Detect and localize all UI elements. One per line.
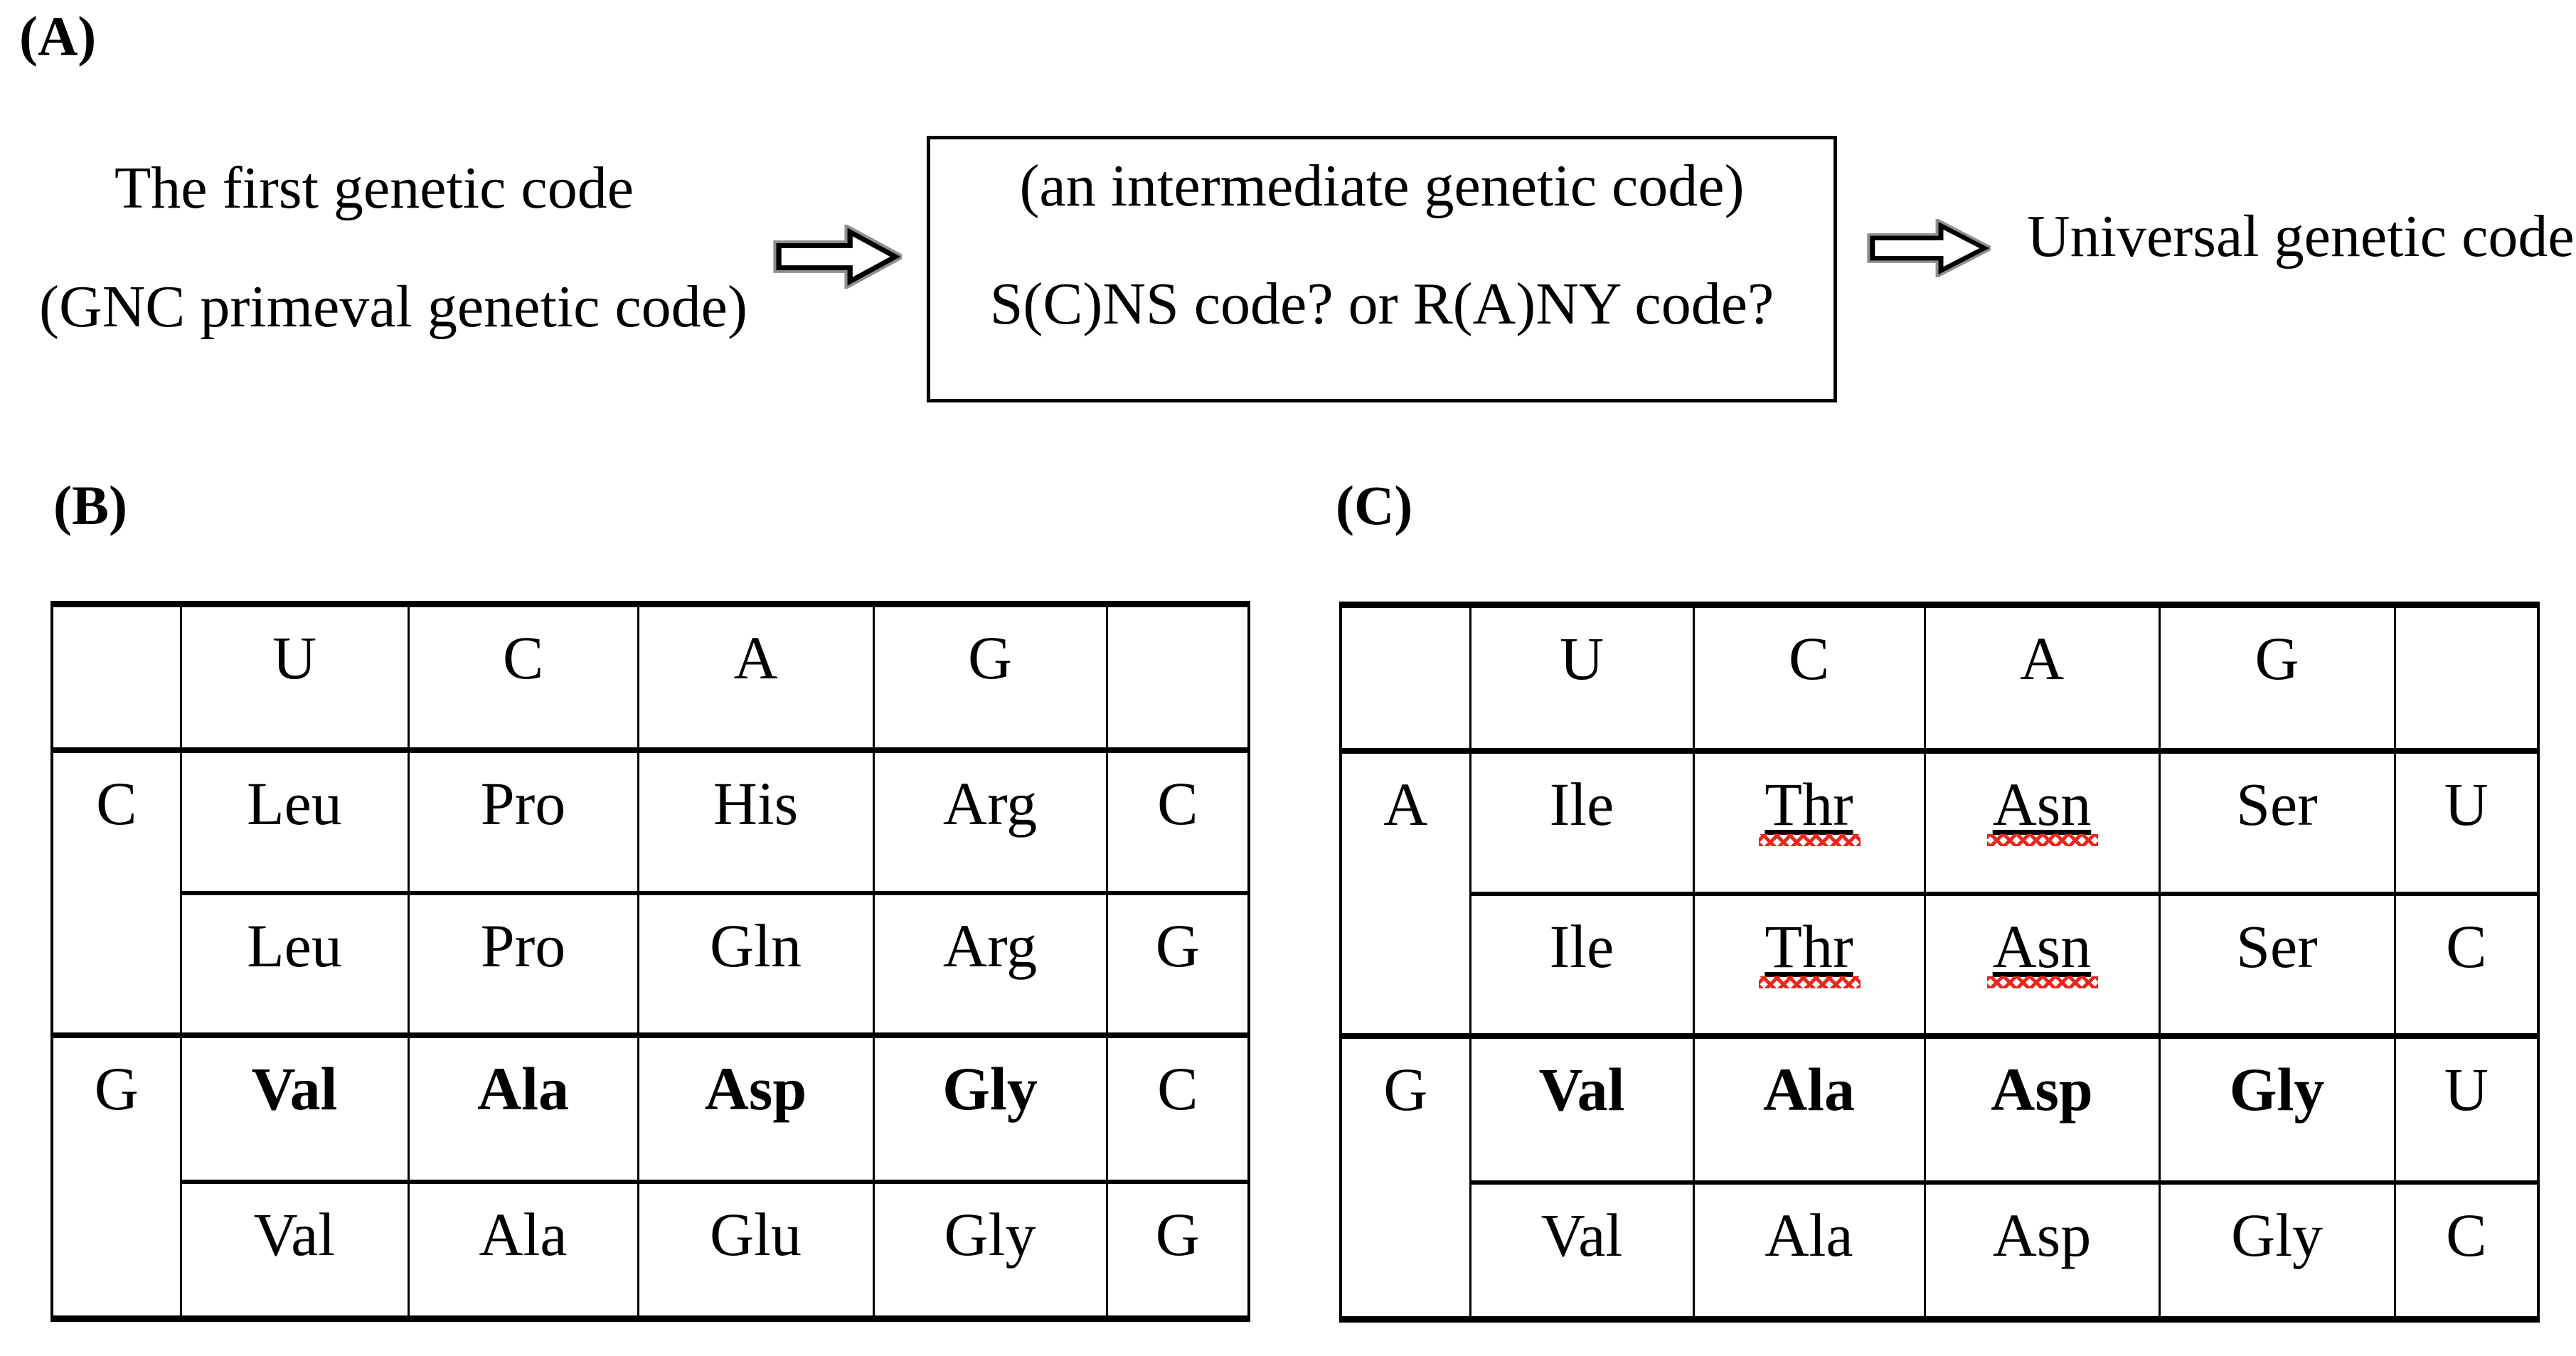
amino-acid-cell: Arg	[872, 747, 1108, 895]
underlined-amino-acid: Asn	[1986, 912, 2098, 988]
amino-acid-cell: Ile	[1469, 748, 1695, 896]
row-group-label: C	[50, 747, 182, 1037]
underlined-amino-acid: Thr	[1759, 912, 1861, 988]
col-header-a: A	[637, 602, 875, 753]
amino-acid-cell: Asn	[1923, 891, 2161, 1038]
amino-acid-cell: Asp	[1923, 1032, 2161, 1185]
table-row: A Ile Thr Asn Ser U	[1339, 748, 2540, 1038]
scns-rany-text: S(C)NS code? or R(A)NY code?	[989, 271, 1774, 337]
panel-a-label: (A)	[19, 5, 97, 67]
amino-acid-cell: Ala	[1692, 1032, 1926, 1185]
underlined-amino-acid: Asn	[1986, 769, 2098, 846]
amino-acid-cell: Glu	[637, 1179, 875, 1321]
corner-cell	[2393, 602, 2540, 754]
col-header-u: U	[1469, 602, 1695, 754]
amino-acid-cell: Ile	[1469, 891, 1695, 1038]
amino-acid-cell: Gly	[2158, 1032, 2396, 1185]
panel-b-label: (B)	[53, 474, 127, 536]
amino-acid-cell: Thr	[1692, 891, 1926, 1038]
amino-acid-cell: Val	[179, 1179, 410, 1321]
amino-acid-cell: Pro	[407, 747, 639, 895]
amino-acid-cell: Thr	[1692, 748, 1926, 896]
amino-acid-cell: Val	[179, 1032, 410, 1184]
table-row: C Leu Pro His Arg C	[50, 747, 1250, 1037]
third-base-cell: G	[1105, 890, 1250, 1037]
amino-acid-cell: Ala	[407, 1179, 639, 1321]
third-base-cell: U	[2393, 748, 2540, 896]
corner-cell	[50, 602, 182, 753]
amino-acid-cell: Asp	[637, 1032, 875, 1184]
corner-cell	[1105, 602, 1250, 753]
row-group-label: G	[1339, 1032, 1471, 1322]
table-row: Val Ala Asp Gly C	[1341, 1180, 2540, 1322]
underlined-amino-acid: Thr	[1759, 769, 1861, 846]
amino-acid-cell: Val	[1469, 1032, 1695, 1185]
amino-acid-cell: Leu	[179, 890, 410, 1037]
col-header-c: C	[407, 602, 639, 753]
third-base-cell: C	[1105, 1032, 1250, 1184]
universal-genetic-code-text: Universal genetic code	[2027, 203, 2575, 269]
table-row: U C A G	[50, 602, 1250, 753]
third-base-cell: C	[2393, 1180, 2540, 1322]
amino-acid-cell: Gly	[872, 1032, 1108, 1184]
third-base-cell: C	[2393, 891, 2540, 1038]
col-header-c: C	[1692, 602, 1926, 754]
table-row: G Val Ala Asp Gly C	[50, 1032, 1250, 1321]
table-row: U C A G	[1339, 602, 2540, 754]
col-header-g: G	[872, 602, 1108, 753]
intermediate-code-box: (an intermediate genetic code) S(C)NS co…	[927, 136, 1837, 402]
amino-acid-cell: Ser	[2158, 748, 2396, 896]
third-base-cell: C	[1105, 747, 1250, 895]
amino-acid-cell: Ala	[407, 1032, 639, 1184]
table-row: Val Ala Glu Gly G	[52, 1179, 1250, 1321]
amino-acid-cell: Gly	[872, 1179, 1108, 1321]
col-header-a: A	[1923, 602, 2161, 754]
gnc-primeval-code-text: (GNC primeval genetic code)	[39, 274, 747, 340]
amino-acid-cell: Ala	[1692, 1180, 1926, 1322]
col-header-u: U	[179, 602, 410, 753]
panel-c-label: (C)	[1336, 474, 1413, 536]
amino-acid-cell: Gln	[637, 890, 875, 1037]
table-row: G Val Ala Asp Gly U	[1339, 1032, 2540, 1322]
table-row: Ile Thr Asn Ser C	[1341, 891, 2540, 1038]
third-base-cell: U	[2393, 1032, 2540, 1185]
intermediate-code-text: (an intermediate genetic code)	[1019, 153, 1745, 219]
flow-arrow-icon	[1867, 219, 1991, 277]
first-genetic-code-text: The first genetic code	[115, 155, 634, 221]
amino-acid-cell: Val	[1469, 1180, 1695, 1322]
amino-acid-cell: Gly	[2158, 1180, 2396, 1322]
col-header-g: G	[2158, 602, 2396, 754]
amino-acid-cell: Leu	[179, 747, 410, 895]
third-base-cell: G	[1105, 1179, 1250, 1321]
flow-arrow-icon	[773, 225, 902, 289]
amino-acid-cell: Asp	[1923, 1180, 2161, 1322]
amino-acid-cell: Pro	[407, 890, 639, 1037]
row-group-label: G	[50, 1032, 182, 1321]
amino-acid-cell: Arg	[872, 890, 1108, 1037]
row-group-label: A	[1339, 748, 1471, 1038]
table-row: Leu Pro Gln Arg G	[52, 890, 1250, 1037]
genetic-code-table-b: U C A G C Leu Pro His Arg C Leu Pro Gln …	[50, 601, 1250, 1322]
amino-acid-cell: His	[637, 747, 875, 895]
genetic-code-table-c: U C A G A Ile Thr Asn Ser U Ile Thr Asn …	[1339, 602, 2540, 1323]
amino-acid-cell: Ser	[2158, 891, 2396, 1038]
amino-acid-cell: Asn	[1923, 748, 2161, 896]
corner-cell	[1339, 602, 1471, 754]
